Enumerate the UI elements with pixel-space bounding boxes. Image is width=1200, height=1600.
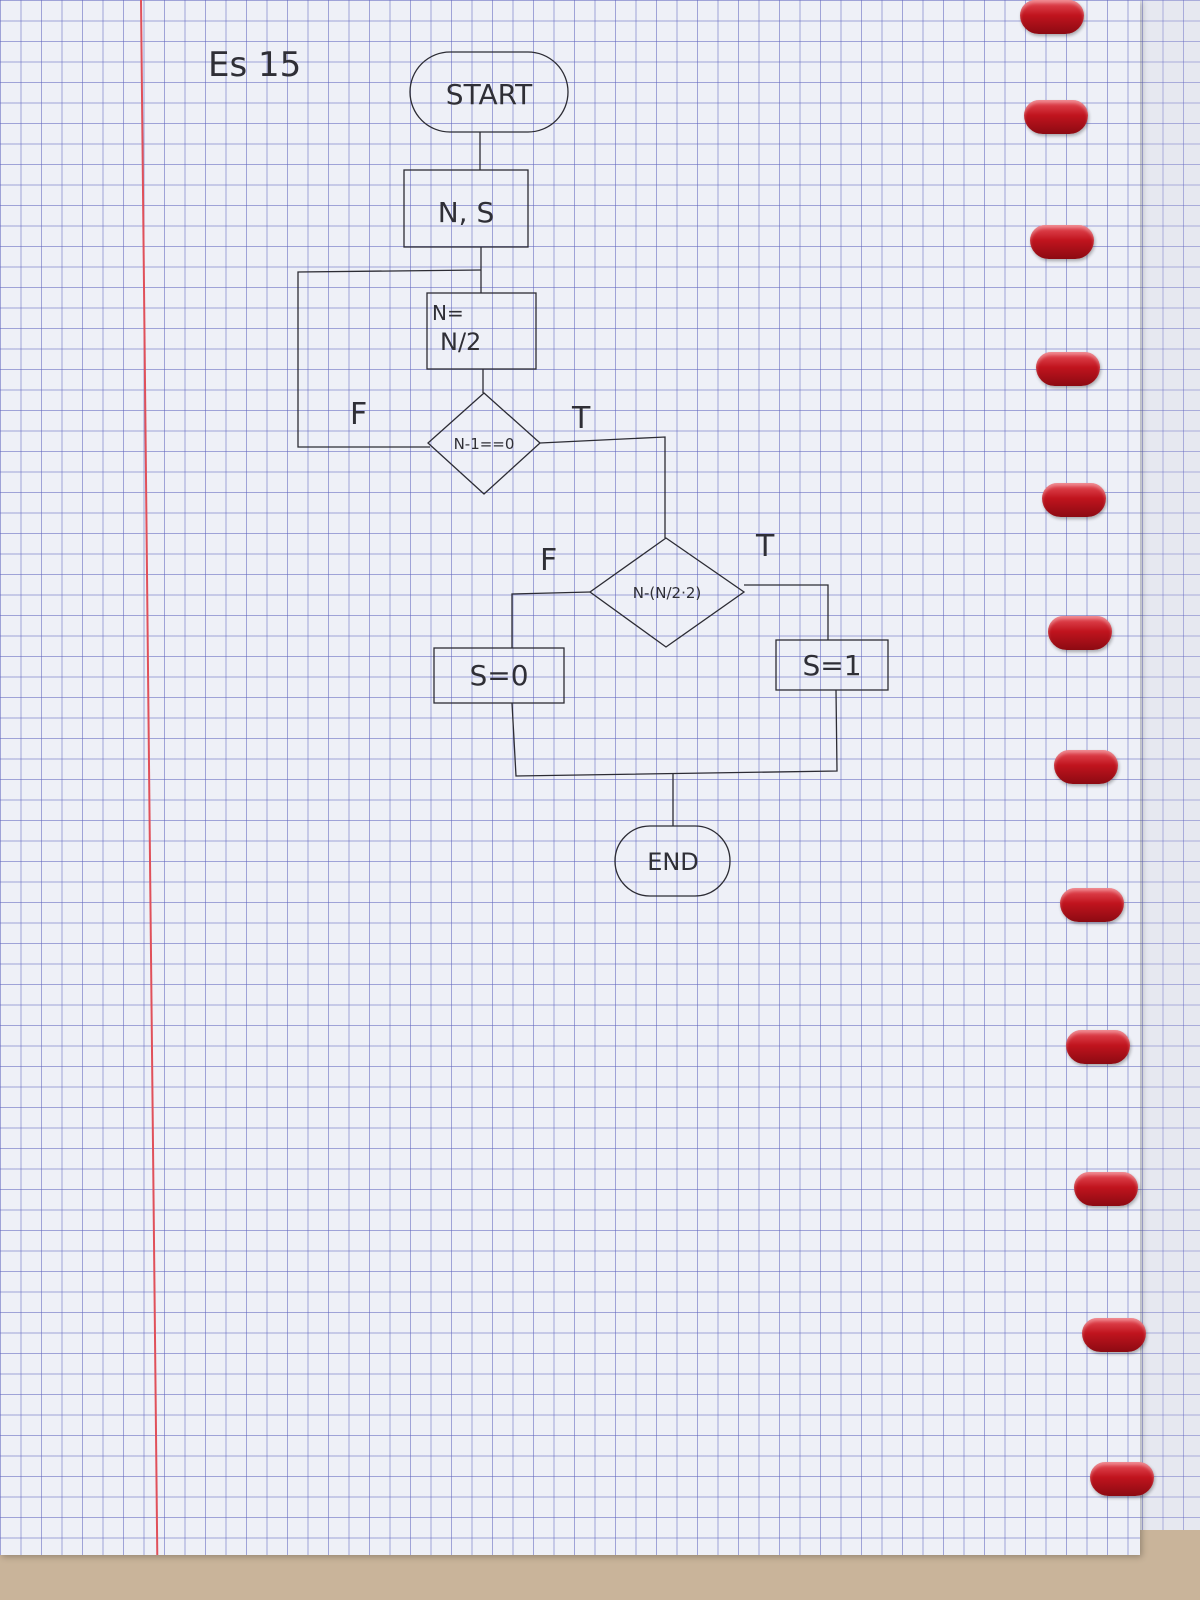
binder-ring — [1054, 750, 1118, 784]
binder-ring — [1042, 483, 1106, 517]
assign-false-box: S=0 — [433, 647, 565, 704]
binder-ring — [1074, 1172, 1138, 1206]
binder-ring — [1030, 225, 1094, 259]
assign-true-label: S=1 — [802, 649, 861, 682]
binder-ring — [1066, 1030, 1130, 1064]
assign-true-box: S=1 — [775, 639, 889, 691]
end-terminal: END — [614, 825, 731, 897]
binder-ring — [1060, 888, 1124, 922]
decision1-label: N-1==0 — [454, 435, 515, 453]
decision-diamond-1: N-1==0 — [427, 392, 541, 495]
binder-ring — [1024, 100, 1088, 134]
start-label: START — [446, 78, 533, 111]
binder-ring — [1048, 616, 1112, 650]
merge-line — [511, 689, 838, 777]
decision-diamond-2: N-(N/2·2) — [588, 537, 746, 648]
exercise-heading: Es 15 — [208, 45, 301, 85]
binder-ring — [1036, 352, 1100, 386]
decision2-false-label: F — [540, 543, 557, 578]
decision1-true-label: T — [571, 401, 591, 436]
decision2-true-label: T — [755, 529, 775, 564]
process-label-top: N= — [432, 301, 464, 325]
true-branch-line — [539, 436, 666, 538]
true-branch-line-2 — [744, 584, 829, 640]
end-label: END — [647, 848, 699, 876]
binder-ring — [1020, 0, 1084, 34]
graph-paper-sheet — [0, 0, 1140, 1555]
loop-back-line — [297, 269, 482, 448]
input-label: N, S — [438, 196, 495, 229]
false-branch-line — [511, 591, 591, 648]
input-box: N, S — [403, 169, 529, 248]
decision2-label: N-(N/2·2) — [633, 584, 701, 602]
process-label-bottom: N/2 — [440, 328, 481, 356]
binder-ring — [1082, 1318, 1146, 1352]
decision1-false-label: F — [350, 397, 367, 432]
assign-false-label: S=0 — [469, 659, 528, 692]
process-box: N= N/2 — [426, 292, 537, 370]
binder-ring — [1090, 1462, 1154, 1496]
start-terminal: START — [409, 51, 569, 133]
